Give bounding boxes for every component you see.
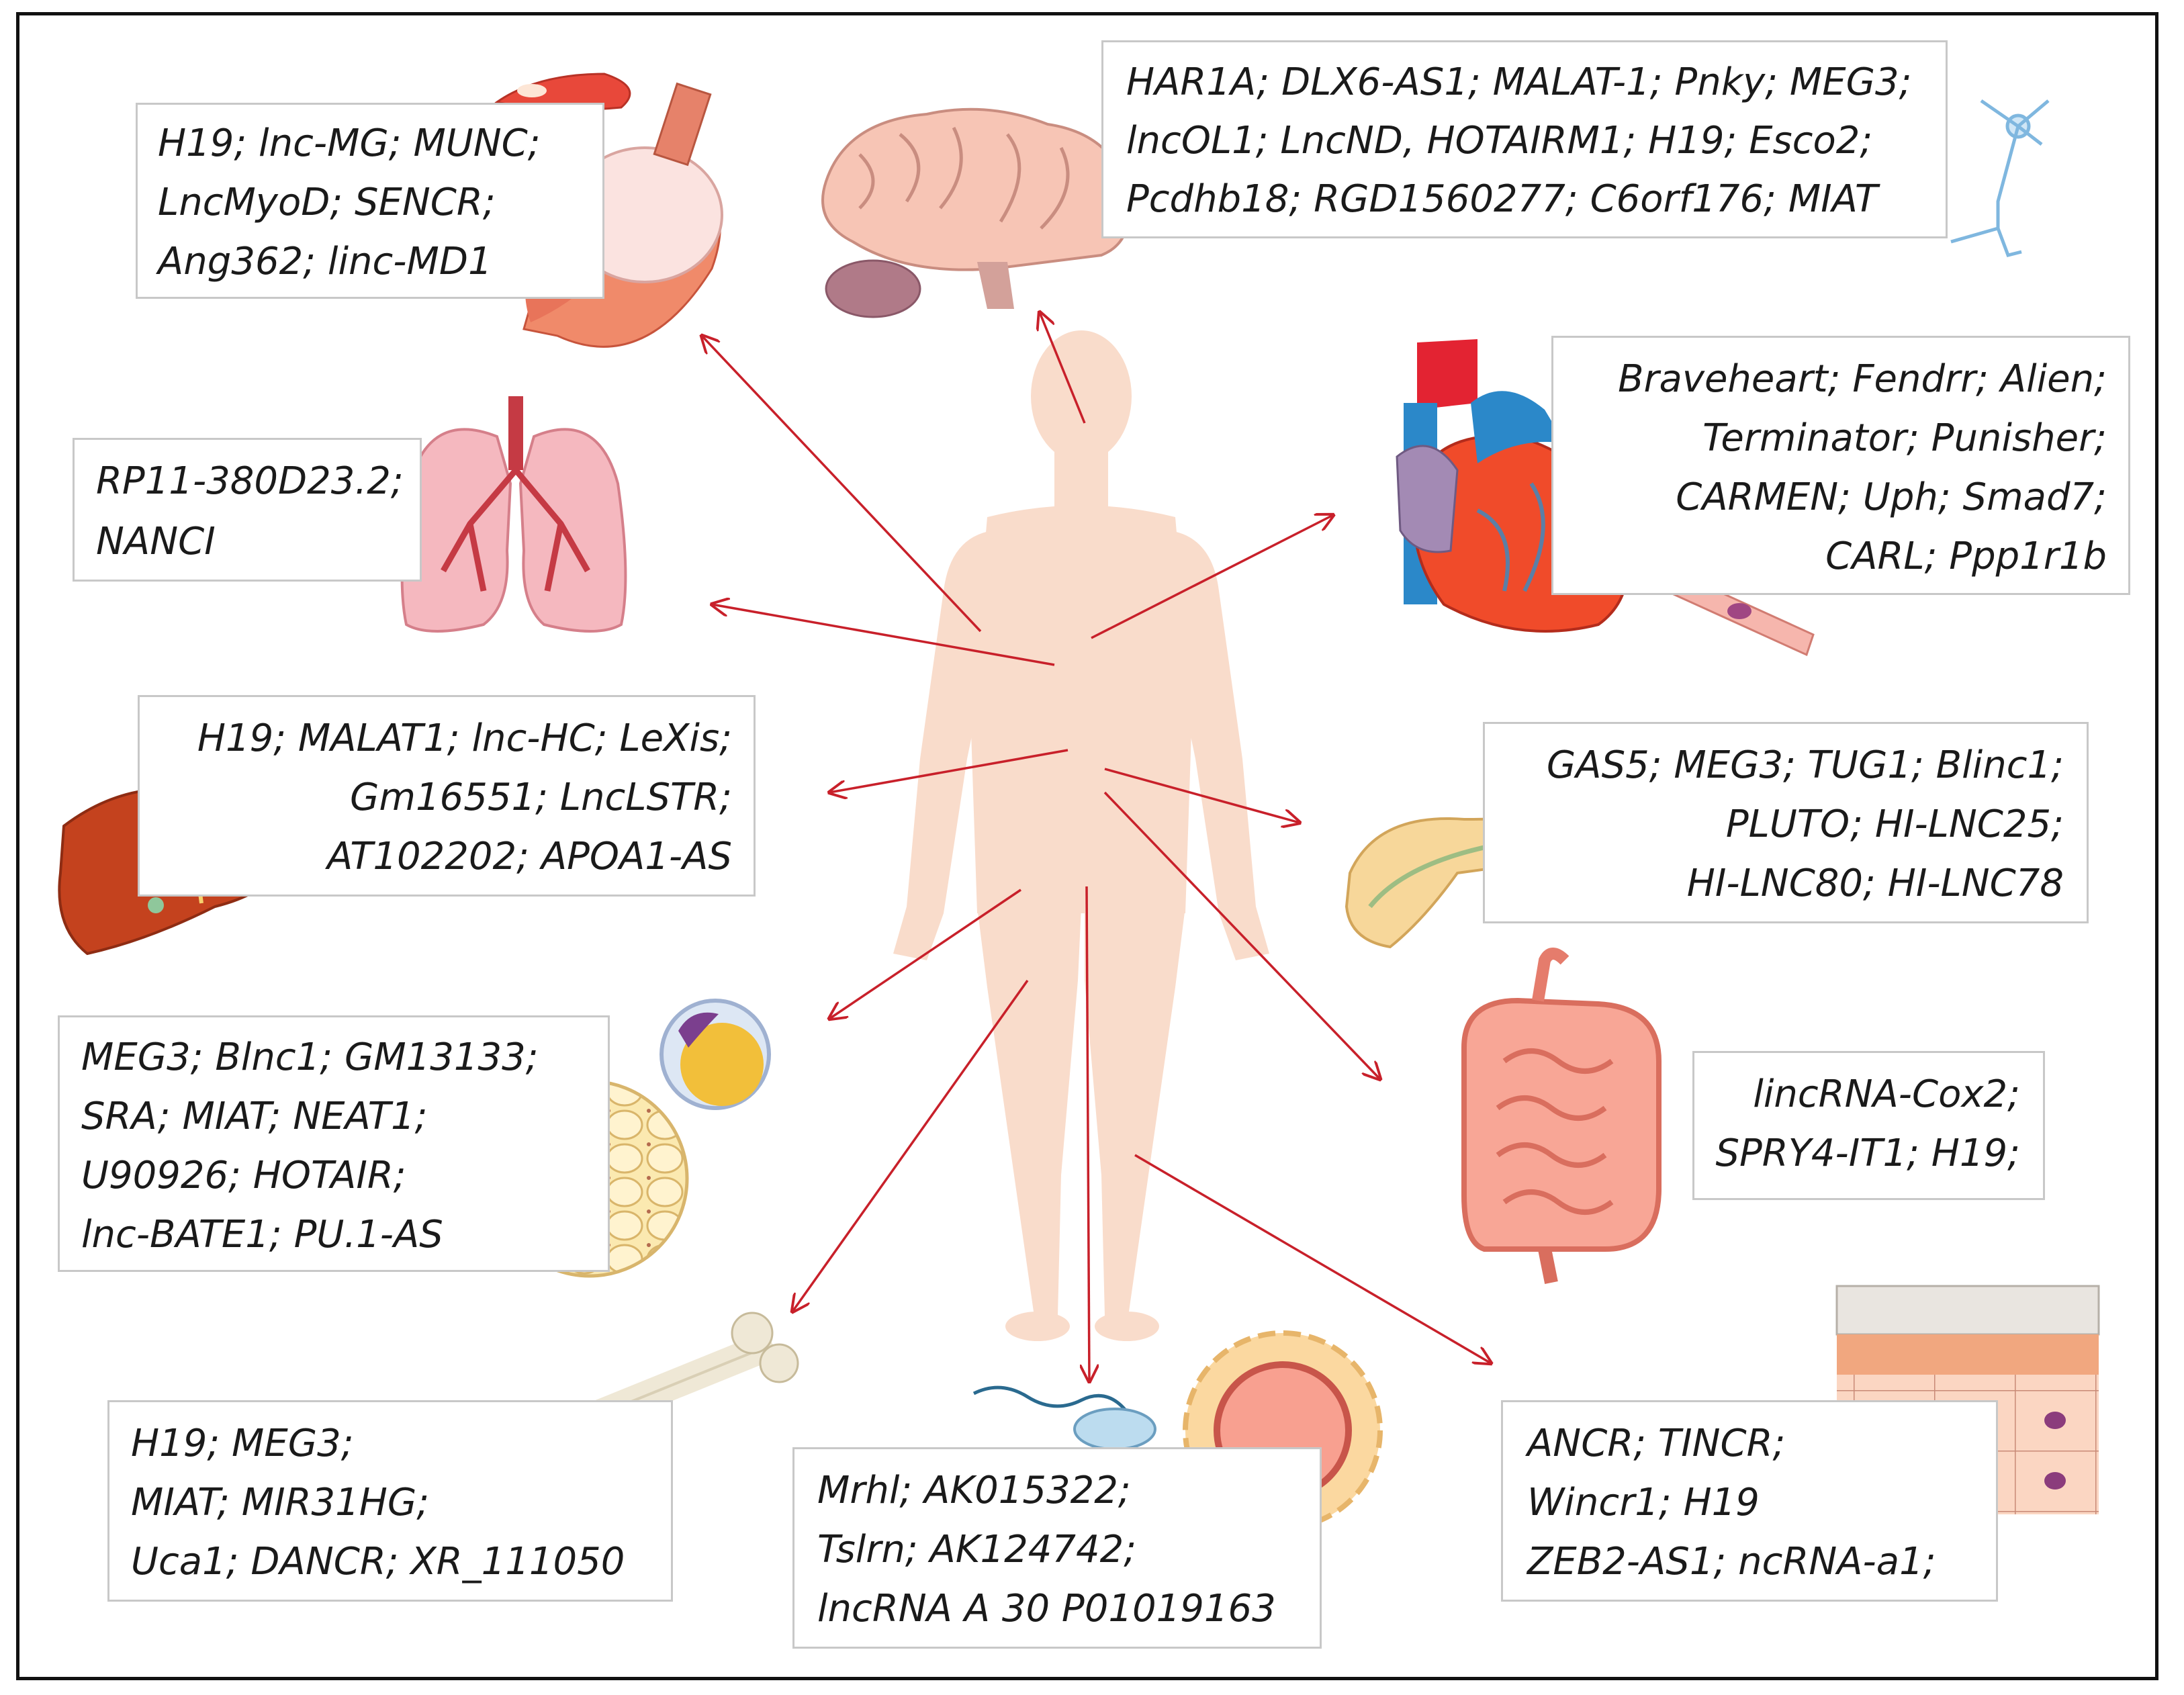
human-body-silhouette [893, 330, 1269, 1341]
arrow-to-pancreas [1104, 768, 1300, 823]
arrow-to-heart [1091, 515, 1333, 639]
intestine-line-1: lincRNA-Cox2; [1753, 1072, 2020, 1116]
intestine-icon [1461, 948, 1662, 1284]
reproductive-line-2: Tslrn; AK124742; [817, 1528, 1137, 1571]
liver-line-1: H19; MALAT1; lnc-HC; LeXis; [197, 717, 732, 760]
skin-lncrna-box: ANCR; TINCR; Wincr1; H19 ZEB2-AS1; ncRNA… [1501, 1400, 1998, 1602]
muscle-line-2: LncMyoD; SENCR; [158, 181, 496, 224]
arrow-to-skin [1134, 1154, 1491, 1363]
muscle-line-3: Ang362; linc-MD1 [158, 240, 492, 283]
arrow-to-liver [829, 749, 1068, 792]
arrows [702, 312, 1491, 1381]
intestine-lncrna-box: lincRNA-Cox2; SPRY4-IT1; H19; [1692, 1051, 2045, 1200]
arrow-to-brain [1040, 312, 1086, 424]
pancreas-line-1: GAS5; MEG3; TUG1; Blinc1; [1546, 743, 2064, 787]
adipose-line-1: MEG3; Blnc1; GM13133; [81, 1036, 539, 1079]
bone-line-1: H19; MEG3; [131, 1422, 354, 1465]
lung-lncrna-box: RP11-380D23.2; NANCI [73, 438, 422, 582]
lung-line-1: RP11-380D23.2; [96, 459, 404, 503]
skin-line-3: ZEB2-AS1; ncRNA-a1; [1527, 1540, 1936, 1584]
arrow-to-muscle [702, 336, 982, 633]
pancreas-line-3: HI-LNC80; HI-LNC78 [1686, 862, 2064, 905]
reproductive-line-3: lncRNA A 30 P01019163 [817, 1587, 1276, 1631]
reproductive-line-1: Mrhl; AK015322; [817, 1469, 1131, 1512]
adipose-lncrna-box: MEG3; Blnc1; GM13133; SRA; MIAT; NEAT1; … [58, 1015, 610, 1272]
arrow-to-lung [712, 604, 1055, 666]
liver-line-2: Gm16551; LncLSTR; [350, 776, 732, 819]
intestine-line-2: SPRY4-IT1; H19; [1715, 1132, 2020, 1175]
heart-line-1: Braveheart; Fendrr; Alien; [1618, 357, 2107, 401]
muscle-line-1: H19; lnc-MG; MUNC; [158, 122, 541, 165]
heart-line-2: Terminator; Punisher; [1702, 416, 2107, 460]
brain-icon [821, 107, 1131, 318]
heart-line-3: CARMEN; Uph; Smad7; [1676, 475, 2107, 519]
adipose-line-3: U90926; HOTAIR; [81, 1154, 406, 1197]
heart-lncrna-box: Braveheart; Fendrr; Alien; Terminator; P… [1551, 336, 2130, 595]
skin-line-1: ANCR; TINCR; [1527, 1422, 1786, 1465]
arrow-to-bone [792, 979, 1029, 1312]
bone-line-3: Uca1; DANCR; XR_111050 [131, 1540, 625, 1584]
bone-lncrna-box: H19; MEG3; MIAT; MIR31HG; Uca1; DANCR; X… [107, 1400, 673, 1602]
liver-lncrna-box: H19; MALAT1; lnc-HC; LeXis; Gm16551; Lnc… [138, 695, 756, 897]
adipose-line-4: lnc-BATE1; PU.1-AS [81, 1213, 443, 1256]
arrow-to-adipose [829, 888, 1021, 1019]
skin-line-2: Wincr1; H19 [1527, 1481, 1760, 1524]
bone-line-2: MIAT; MIR31HG; [131, 1481, 430, 1524]
adipose-line-2: SRA; MIAT; NEAT1; [81, 1095, 428, 1138]
brain-line-2: lncOL1; LncND, HOTAIRM1; H19; Esco2; [1126, 119, 1873, 163]
brain-line-1: HAR1A; DLX6-AS1; MALAT-1; Pnky; MEG3; [1126, 60, 1912, 104]
muscle-lncrna-box: H19; lnc-MG; MUNC; LncMyoD; SENCR; Ang36… [136, 103, 604, 299]
heart-line-4: CARL; Ppp1r1b [1825, 535, 2107, 578]
lung-line-2: NANCI [96, 520, 216, 563]
brain-line-3: Pcdhb18; RGD1560277; C6orf176; MIAT [1126, 177, 1878, 221]
pancreas-lncrna-box: GAS5; MEG3; TUG1; Blinc1; PLUTO; HI-LNC2… [1483, 722, 2089, 923]
neuron-icon [1950, 99, 2050, 257]
pancreas-line-2: PLUTO; HI-LNC25; [1725, 803, 2064, 846]
lung-icon [400, 396, 627, 633]
brain-lncrna-box: HAR1A; DLX6-AS1; MALAT-1; Pnky; MEG3; ln… [1101, 40, 1948, 238]
arrow-to-reproductive [1087, 886, 1089, 1381]
arrow-to-intestine [1103, 791, 1380, 1079]
liver-line-3: AT102202; APOA1-AS [326, 835, 732, 878]
reproductive-lncrna-box: Mrhl; AK015322; Tslrn; AK124742; lncRNA … [792, 1447, 1322, 1649]
